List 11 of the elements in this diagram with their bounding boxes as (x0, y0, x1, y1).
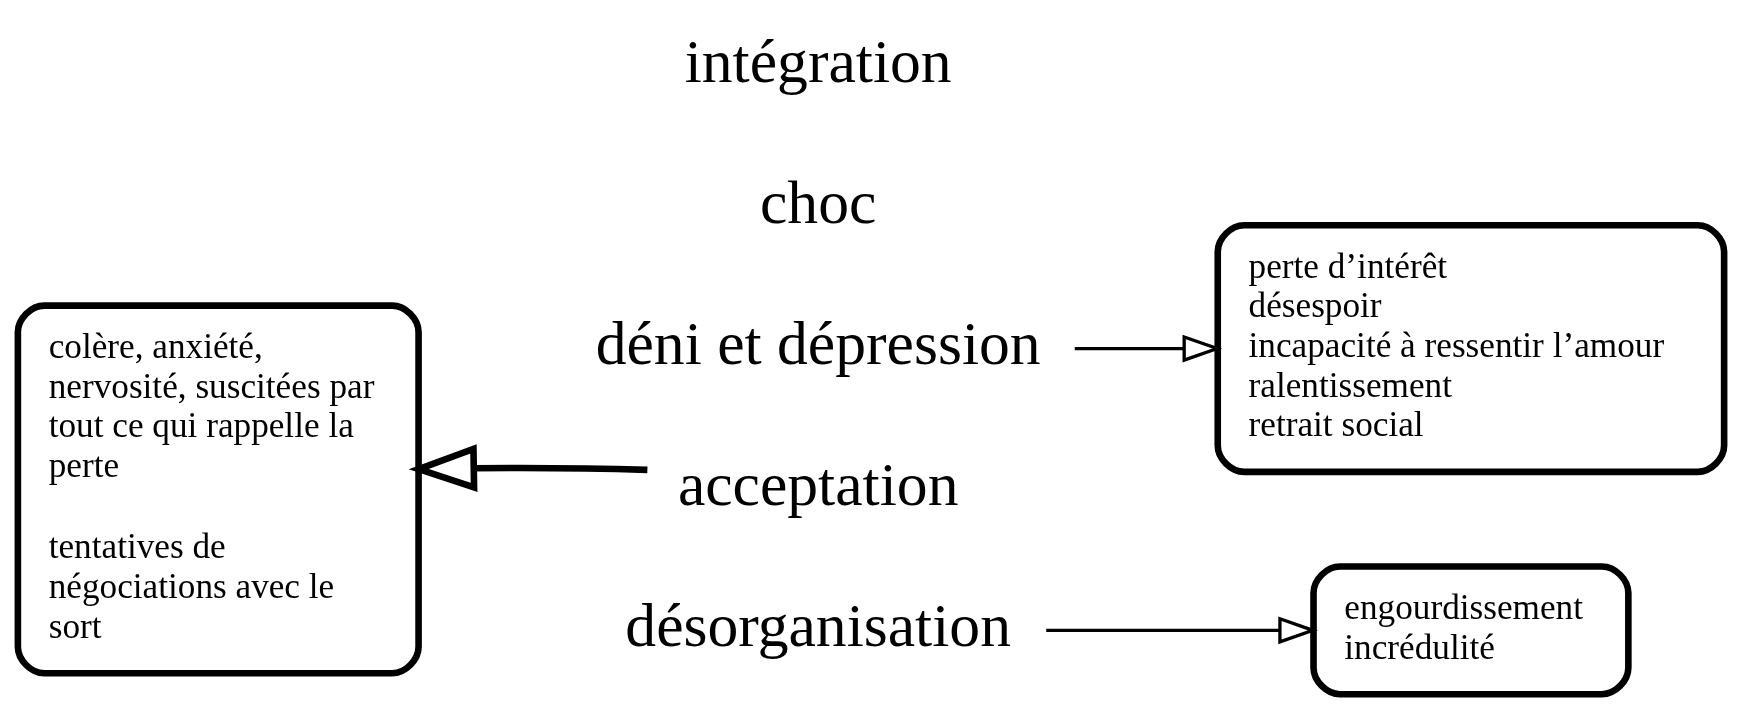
arrow (408, 444, 648, 493)
node-box: perte d’intérêt désespoir incapacité à ressentir l’amour ralentissement retrait social (1214, 221, 1728, 476)
node-box: engourdissement incrédulité (1310, 563, 1632, 698)
arrow (1074, 334, 1223, 363)
label: choc (759, 167, 877, 236)
node-text: déni et dépression (595, 308, 1041, 377)
node-box: colère, anxiété, nervosité, suscitées par tout ce qui rappelle la perte tentatives de négociations avec le sort (14, 302, 422, 677)
node-text: désorganisation (625, 590, 1011, 659)
node-text: acceptation (677, 449, 959, 518)
label: intégration (684, 26, 952, 95)
arrow (1046, 616, 1318, 645)
